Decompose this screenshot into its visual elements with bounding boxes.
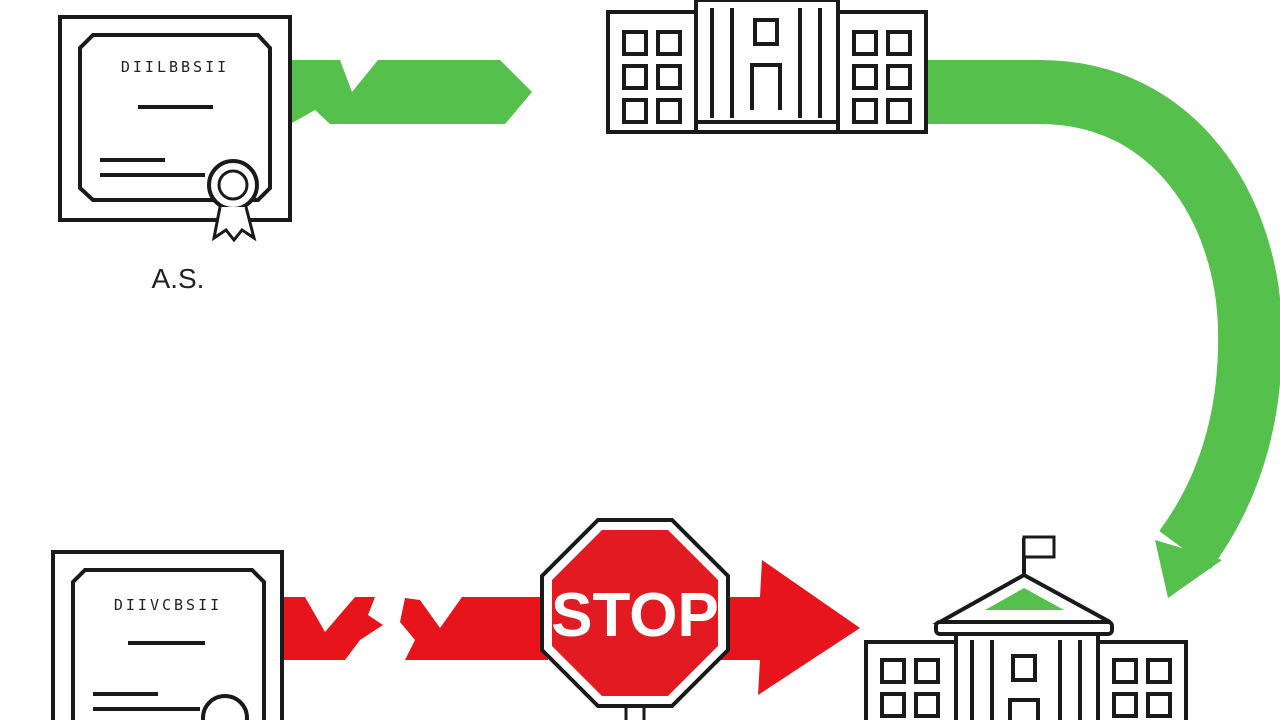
top-building-icon xyxy=(606,0,928,134)
top-certificate-title: DIILBBSII xyxy=(121,58,229,76)
bottom-certificate-title: DIIVCBSII xyxy=(114,596,222,614)
green-curve-arrowhead xyxy=(1155,540,1222,598)
green-curve-arrow xyxy=(928,59,1280,570)
bottom-certificate-icon xyxy=(51,550,284,720)
red-arrow-head xyxy=(720,560,860,695)
top-certificate-caption: A.S. xyxy=(152,263,205,294)
stop-sign-icon xyxy=(540,518,730,720)
stop-sign-label: STOP xyxy=(551,581,719,650)
top-certificate-icon xyxy=(58,15,292,243)
red-arrow-middle-segment xyxy=(400,597,548,660)
blocked-path xyxy=(283,560,860,695)
green-arrow-top xyxy=(290,60,532,124)
success-path xyxy=(290,59,1280,598)
red-arrow-left-segment xyxy=(283,597,383,660)
bottom-building-icon xyxy=(864,535,1188,720)
